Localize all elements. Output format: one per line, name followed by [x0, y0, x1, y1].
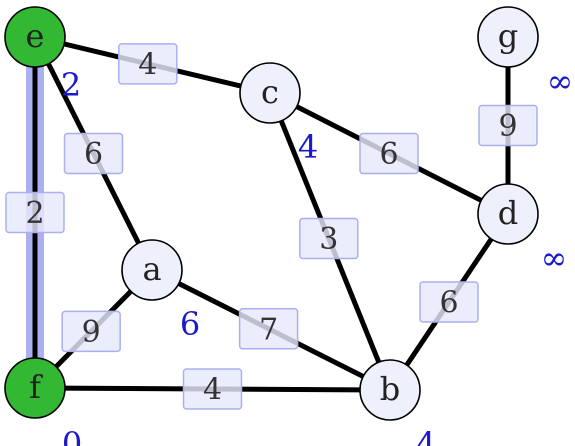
edge-weight-a-f: 9	[61, 310, 121, 353]
edge-weight-label-e-f: 2	[25, 196, 44, 231]
edge-weight-g-d: 9	[478, 104, 538, 147]
edge-weight-label-c-d: 6	[379, 137, 398, 172]
edge-weight-f-b: 4	[182, 368, 243, 410]
node-circle-f	[4, 357, 66, 419]
edge-weight-label-f-b: 4	[203, 373, 222, 408]
edge-weight-box-d-b	[419, 281, 479, 323]
edge-weight-label-c-b: 3	[319, 222, 338, 257]
edge-weight-box-a-f	[61, 310, 121, 353]
node-circle-d	[477, 183, 539, 245]
node-label-a: a	[142, 250, 161, 288]
edge-weight-e-a: 6	[63, 132, 124, 175]
edge-weight-a-b: 7	[238, 308, 299, 350]
node-label-f: f	[29, 368, 43, 406]
nodes-layer: e c g d a f b	[4, 6, 539, 421]
node-b: b	[359, 359, 421, 421]
distances-layer: 2 4 ∞ ∞ 6 0 4	[61, 62, 574, 446]
edge-weight-label-a-f: 9	[82, 315, 101, 350]
node-circle-g	[477, 6, 539, 68]
node-circle-e	[4, 6, 66, 68]
node-f: f	[4, 357, 66, 419]
edge-weight-box-f-b	[182, 368, 243, 410]
edge-weight-box-g-d	[478, 104, 538, 147]
node-label-b: b	[380, 370, 400, 408]
node-distance-d: ∞	[541, 239, 568, 277]
edge-weight-label-g-d: 9	[498, 109, 517, 144]
node-distance-e: 2	[61, 66, 81, 104]
edge-weight-box-c-d	[359, 132, 419, 175]
edge-weight-label-a-b: 7	[259, 312, 278, 347]
edge-weight-d-b: 6	[419, 281, 479, 323]
node-g: g	[477, 6, 539, 68]
edge-weight-box-a-b	[238, 308, 299, 350]
node-d: d	[477, 183, 539, 245]
edge-weight-label-e-c: 4	[138, 47, 157, 82]
node-label-e: e	[26, 17, 45, 55]
edge-weight-e-c: 4	[118, 43, 178, 85]
edge-weight-c-b: 3	[299, 217, 359, 260]
node-a: a	[121, 239, 183, 301]
node-label-g: g	[498, 17, 518, 55]
edge-weight-c-d: 6	[359, 132, 419, 175]
node-label-d: d	[498, 194, 518, 232]
node-label-c: c	[261, 73, 279, 111]
edge-weight-box-e-c	[118, 43, 178, 85]
edge-weight-e-f: 2	[5, 191, 65, 234]
node-distance-a: 6	[180, 305, 200, 343]
edge-weight-label-e-a: 6	[84, 137, 103, 172]
node-distance-c: 4	[298, 128, 318, 166]
node-circle-a	[121, 239, 183, 301]
edge-weight-box-c-b	[299, 217, 359, 260]
node-circle-b	[359, 359, 421, 421]
edge-weight-box-e-f	[5, 191, 65, 234]
node-e: e	[4, 6, 66, 68]
edge-weight-label-d-b: 6	[439, 286, 458, 321]
node-distance-b: 4	[416, 425, 436, 446]
node-c: c	[239, 62, 301, 124]
node-distance-f: 0	[62, 425, 82, 446]
edge-weight-box-e-a	[63, 132, 124, 175]
node-distance-g: ∞	[547, 62, 574, 100]
node-circle-c	[239, 62, 301, 124]
